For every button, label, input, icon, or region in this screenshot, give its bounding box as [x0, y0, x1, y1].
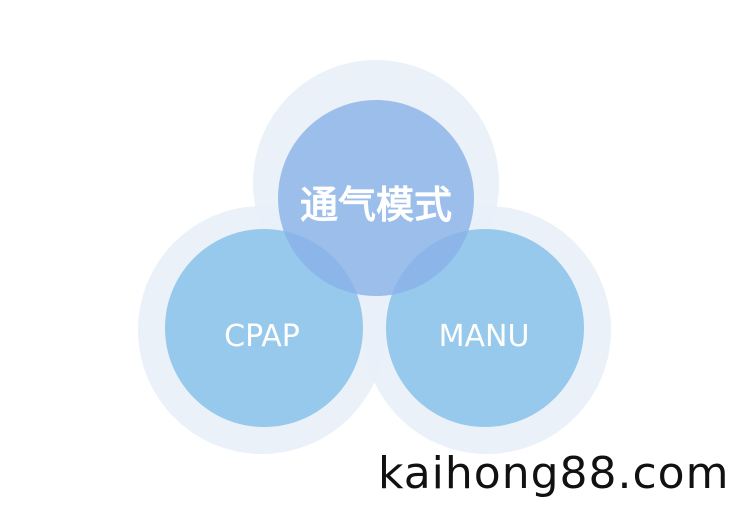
cpap-circle: [165, 229, 363, 427]
ventilation-mode-label: 通气模式: [300, 183, 452, 227]
manu-circle: [386, 229, 584, 427]
watermark-text: kaihong88.com: [378, 448, 730, 499]
cpap-label: CPAP: [224, 319, 300, 354]
ventilation-mode-circle: [278, 100, 474, 296]
manu-label: MANU: [439, 319, 530, 354]
